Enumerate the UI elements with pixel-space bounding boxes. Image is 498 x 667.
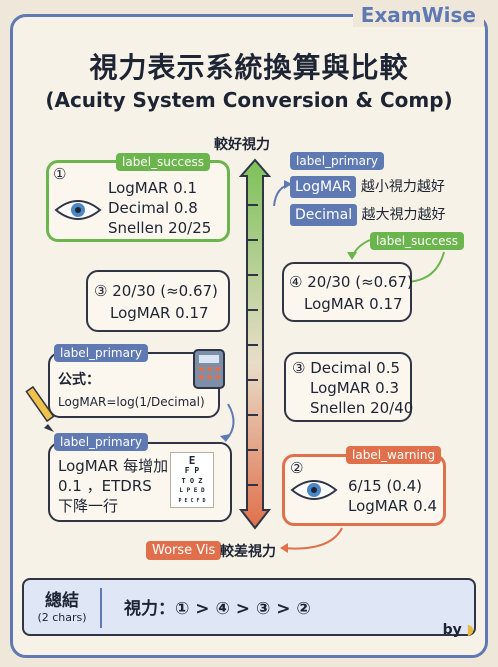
byline-text: by: [442, 622, 462, 638]
card-rank-1-line-2: Decimal 0.8: [108, 199, 198, 217]
card-rank-3-right: [284, 352, 412, 422]
card-rank-2-index: ②: [290, 459, 304, 477]
summary-ranking: 視力：① > ④ > ③ > ②: [124, 599, 311, 619]
byline: by ◗: [443, 622, 474, 638]
legend-pill-logmar: LogMAR: [290, 176, 357, 198]
card-rank-2-line-2: LogMAR 0.4: [348, 497, 438, 515]
summary-panel: 總結 (2 chars) 視力：① > ④ > ③ > ②: [22, 578, 476, 636]
formula-label: 公式：: [58, 372, 100, 388]
card-rank-3-left-line-1: ③ 20/30 (≈0.67): [94, 282, 218, 300]
eye-chart-icon: E F P T O Z L P E D P E C F D: [170, 452, 214, 508]
summary-head: 總結 (2 chars): [32, 586, 92, 624]
card-rank-2-tag: label_warning: [346, 446, 442, 464]
arrow-worse: [281, 527, 343, 550]
summary-subtitle: (2 chars): [37, 611, 87, 624]
axis-top-label: 較好視力: [214, 137, 270, 153]
card-rank-3-left-line-2: LogMAR 0.17: [110, 304, 209, 322]
formula-tag: label_primary: [54, 344, 148, 362]
axis-bottom-label: 較差視力: [220, 544, 276, 560]
etdrs-line-1: LogMAR 每增加: [58, 457, 169, 475]
axis-ticks: [247, 204, 258, 486]
card-rank-3-left: [86, 270, 230, 332]
card-rank-4-line-1: ④ 20/30 (≈0.67): [289, 273, 413, 291]
card-rank-4-tag: label_success: [370, 232, 464, 250]
card-rank-3-right-line-3: Snellen 20/40: [310, 399, 414, 417]
card-rank-1-line-3: Snellen 20/25: [108, 219, 212, 237]
legend-row-decimal: Decimal 越大視力越好: [290, 204, 446, 226]
summary-title: 總結: [45, 591, 79, 611]
legend-tag: label_primary: [290, 152, 384, 170]
brand-label: ExamWise: [352, 3, 484, 27]
worse-vision-tag: Worse Vis: [146, 541, 222, 560]
formula-equation: LogMAR=log(1/Decimal): [58, 395, 205, 409]
card-rank-1-tag: label_success: [116, 153, 210, 171]
card-rank-3-right-line-1: ③ Decimal 0.5: [292, 359, 401, 377]
legend-text-logmar: 越小視力越好: [360, 179, 445, 195]
card-rank-2-line-1: 6/15 (0.4): [348, 477, 423, 495]
card-rank-1-line-1: LogMAR 0.1: [108, 179, 198, 197]
card-rank-4: [282, 262, 412, 322]
card-rank-4-line-2: LogMAR 0.17: [304, 295, 403, 313]
legend-pill-decimal: Decimal: [290, 204, 358, 226]
summary-divider: [100, 588, 102, 628]
page-subtitle: (Acuity System Conversion & Comp): [45, 88, 453, 112]
banana-icon: ◗: [466, 622, 474, 638]
card-rank-3-right-line-2: LogMAR 0.3: [310, 379, 400, 397]
page-title: 視力表示系統換算與比較: [89, 51, 409, 84]
legend-text-decimal: 越大視力越好: [361, 207, 446, 223]
etdrs-tag: label_primary: [54, 433, 148, 451]
etdrs-line-2: 0.1 ，ETDRS: [58, 477, 152, 495]
legend-row-logmar: LogMAR 越小視力越好: [290, 176, 445, 198]
etdrs-line-3: 下降一行: [58, 497, 119, 515]
card-rank-1-index: ①: [53, 165, 67, 183]
